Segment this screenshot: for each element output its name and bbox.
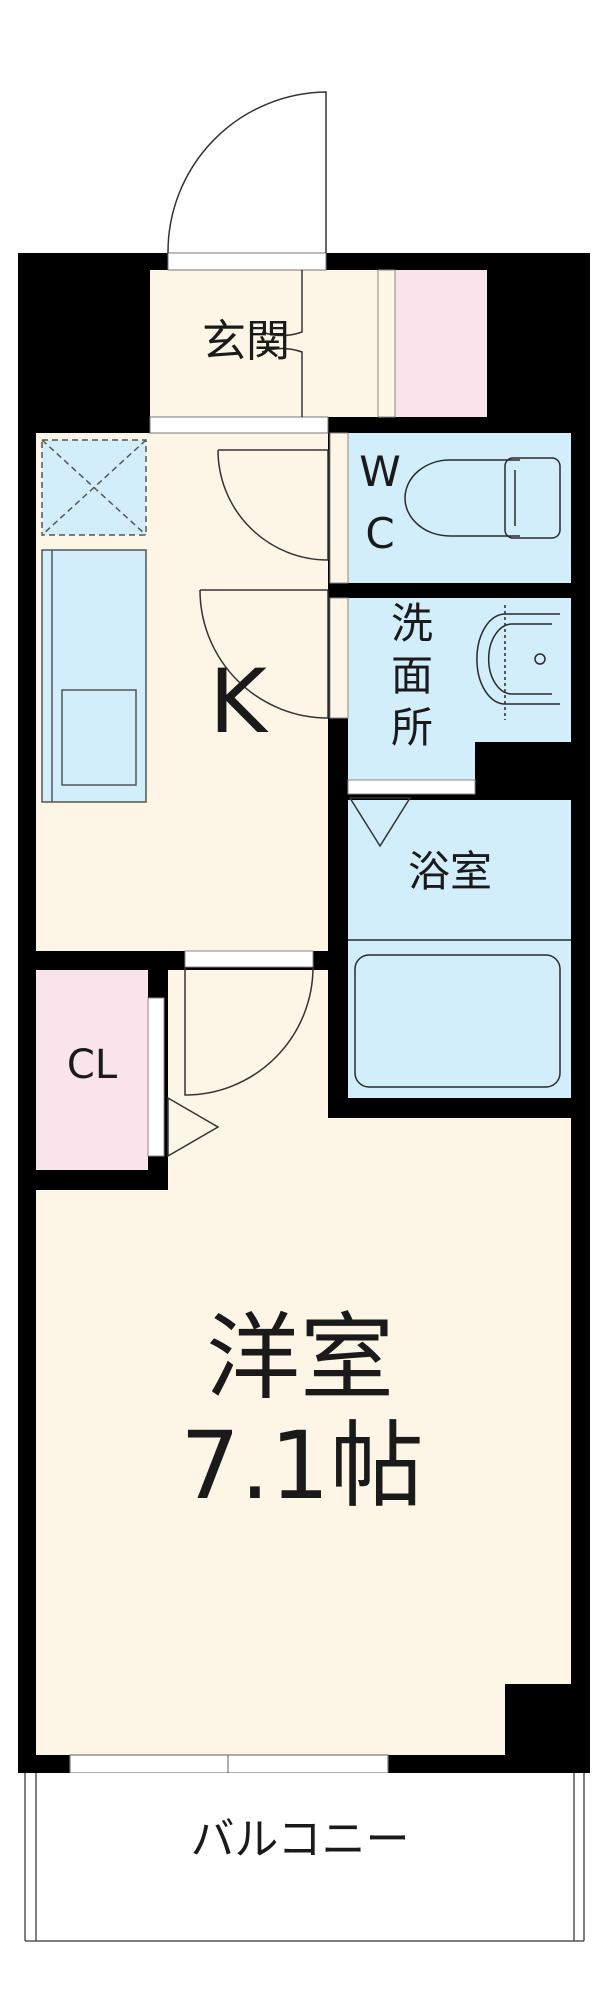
washroom-label-3: 所: [391, 703, 433, 752]
western-room-floor: [36, 1098, 571, 1755]
entrance-label: 玄関: [202, 316, 290, 367]
balcony-window: [69, 1754, 389, 1774]
wc-label-c: C: [365, 509, 394, 558]
bathroom-label: 浴室: [408, 847, 492, 896]
closet-floor: [36, 970, 148, 1170]
wc-label-w: W: [359, 447, 401, 496]
front-door-swing: [167, 91, 327, 254]
kitchen-door-swing: [218, 449, 329, 560]
kitchen-label: K: [209, 650, 269, 753]
washbasin-icon: [476, 605, 560, 720]
toilet-icon: [404, 457, 561, 539]
bathroom-floor: [348, 800, 571, 1098]
kitchen-counter: [41, 549, 147, 803]
hall-floor: [168, 970, 328, 1098]
entrance-floor: [150, 270, 378, 417]
bathtub-icon: [354, 954, 561, 1088]
western-room-size: 7.1帖: [180, 1412, 424, 1521]
shoe-cabinet: [395, 270, 487, 417]
refrigerator-space: [41, 439, 147, 536]
balcony-label: バルコニー: [190, 1814, 409, 1865]
washroom-label-2: 面: [391, 651, 433, 700]
closet-label: CL: [67, 1042, 118, 1088]
washroom-label-1: 洗: [391, 599, 433, 648]
balcony-area: [18, 1773, 590, 1941]
western-room-label: 洋室: [206, 1304, 394, 1413]
